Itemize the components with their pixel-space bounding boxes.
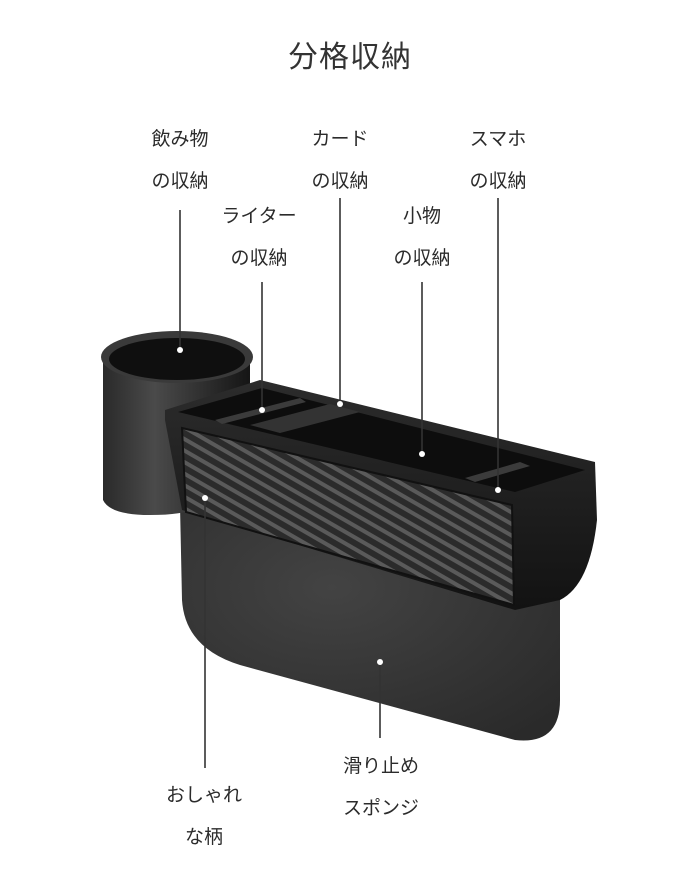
label-lighter: ライター の収納 xyxy=(221,205,297,269)
divider-card xyxy=(250,404,360,433)
tray-opening xyxy=(178,388,585,492)
carbon-pattern-panel xyxy=(182,428,514,605)
leader-lines xyxy=(179,198,499,768)
label-small-items: 小物 の収納 xyxy=(393,205,451,269)
label-phone: スマホ の収納 xyxy=(469,128,527,192)
label-drink: 飲み物 の収納 xyxy=(151,128,209,192)
label-card: カード の収納 xyxy=(311,128,369,192)
page-title: 分格収納 xyxy=(288,40,412,75)
label-anti-slip-sponge: 滑り止め スポンジ xyxy=(342,755,419,819)
leader-dots xyxy=(177,347,501,665)
label-stylish-pattern: おしゃれ な柄 xyxy=(165,784,242,848)
